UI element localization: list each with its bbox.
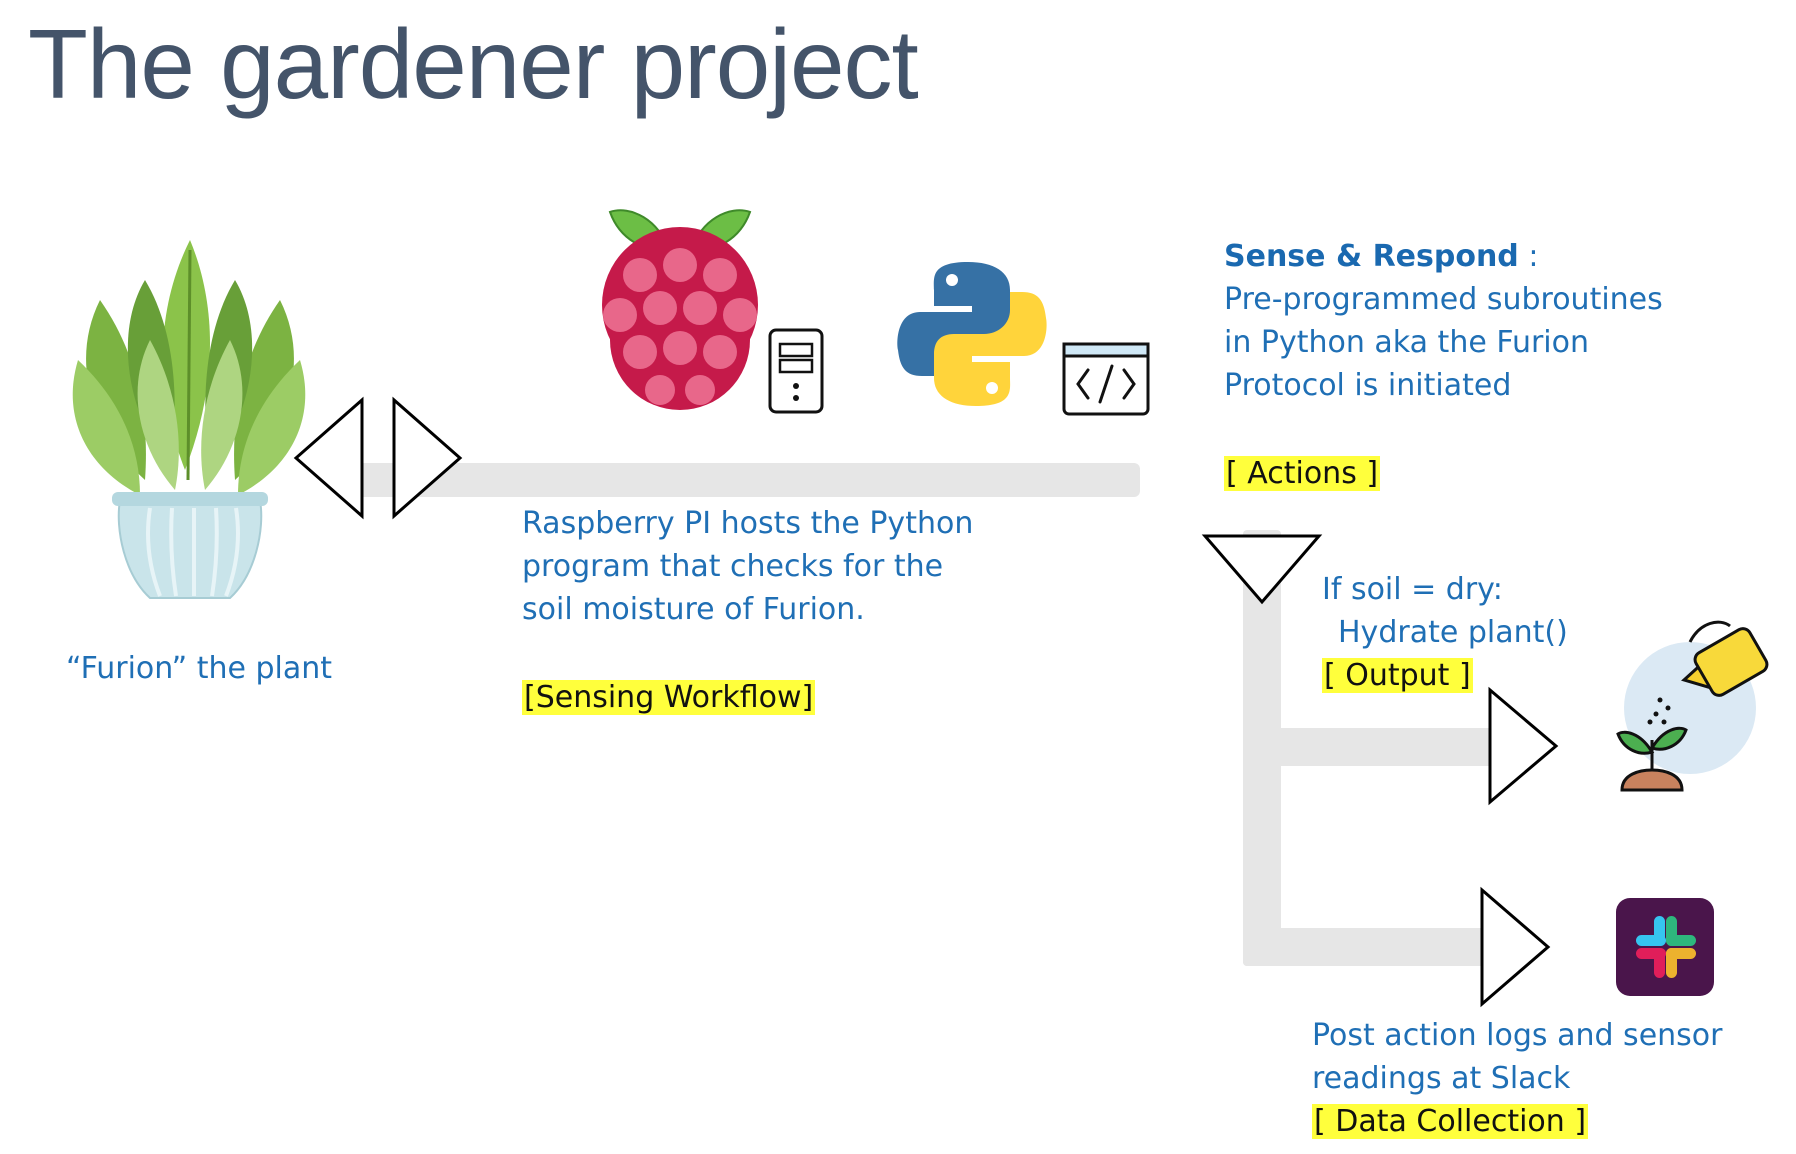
data-arrow-icon [1480,886,1551,1008]
python-icon [897,262,1047,406]
actions-tag: [ Actions ] [1224,456,1381,491]
sense-respond-line-1: Pre-programmed subroutines [1224,282,1663,317]
data-collection-line-2: readings at Slack [1312,1061,1571,1096]
output-block: If soil = dry: Hydrate plant() [ Output … [1322,568,1568,697]
data-branch-bar [1243,928,1493,966]
sense-respond-block: Sense & Respond : Pre-programmed subrout… [1224,235,1663,407]
sensing-line-3: soil moisture of Furion. [522,592,865,627]
data-collection-block: Post action logs and sensor readings at … [1312,1014,1722,1143]
page-title: The gardener project [28,9,919,119]
output-branch-bar [1243,728,1533,766]
sensing-workflow-tag: [Sensing Workflow] [522,680,816,715]
watering-can-sprout-icon [1616,620,1769,792]
data-collection-line-1: Post action logs and sensor [1312,1018,1723,1053]
sensing-connector-bar [340,463,1140,497]
slack-icon [1616,898,1714,996]
sensing-line-2: program that checks for the [522,549,944,584]
raspberry-pi-icon [602,209,758,410]
sense-respond-line-2: in Python aka the Furion [1224,325,1589,360]
sensing-line-1: Raspberry PI hosts the Python [522,506,974,541]
sensing-description: Raspberry PI hosts the Python program th… [522,502,973,631]
server-icon [768,328,824,414]
potted-plant-icon [72,240,306,599]
arrow-down-icon [1201,534,1323,605]
data-collection-tag: [ Data Collection ] [1312,1104,1589,1139]
plant-caption: “Furion” the plant [66,651,333,686]
output-arrow-icon [1488,686,1559,806]
sense-respond-heading: Sense & Respond [1224,239,1519,274]
code-window-icon [1062,342,1150,416]
sense-respond-colon: : [1518,239,1539,274]
output-condition: If soil = dry: [1322,572,1503,607]
output-action: Hydrate plant() [1338,615,1568,650]
arrow-right-icon [392,396,463,520]
sense-respond-line-3: Protocol is initiated [1224,368,1512,403]
arrow-left-icon [293,396,364,520]
output-tag: [ Output ] [1322,658,1473,693]
